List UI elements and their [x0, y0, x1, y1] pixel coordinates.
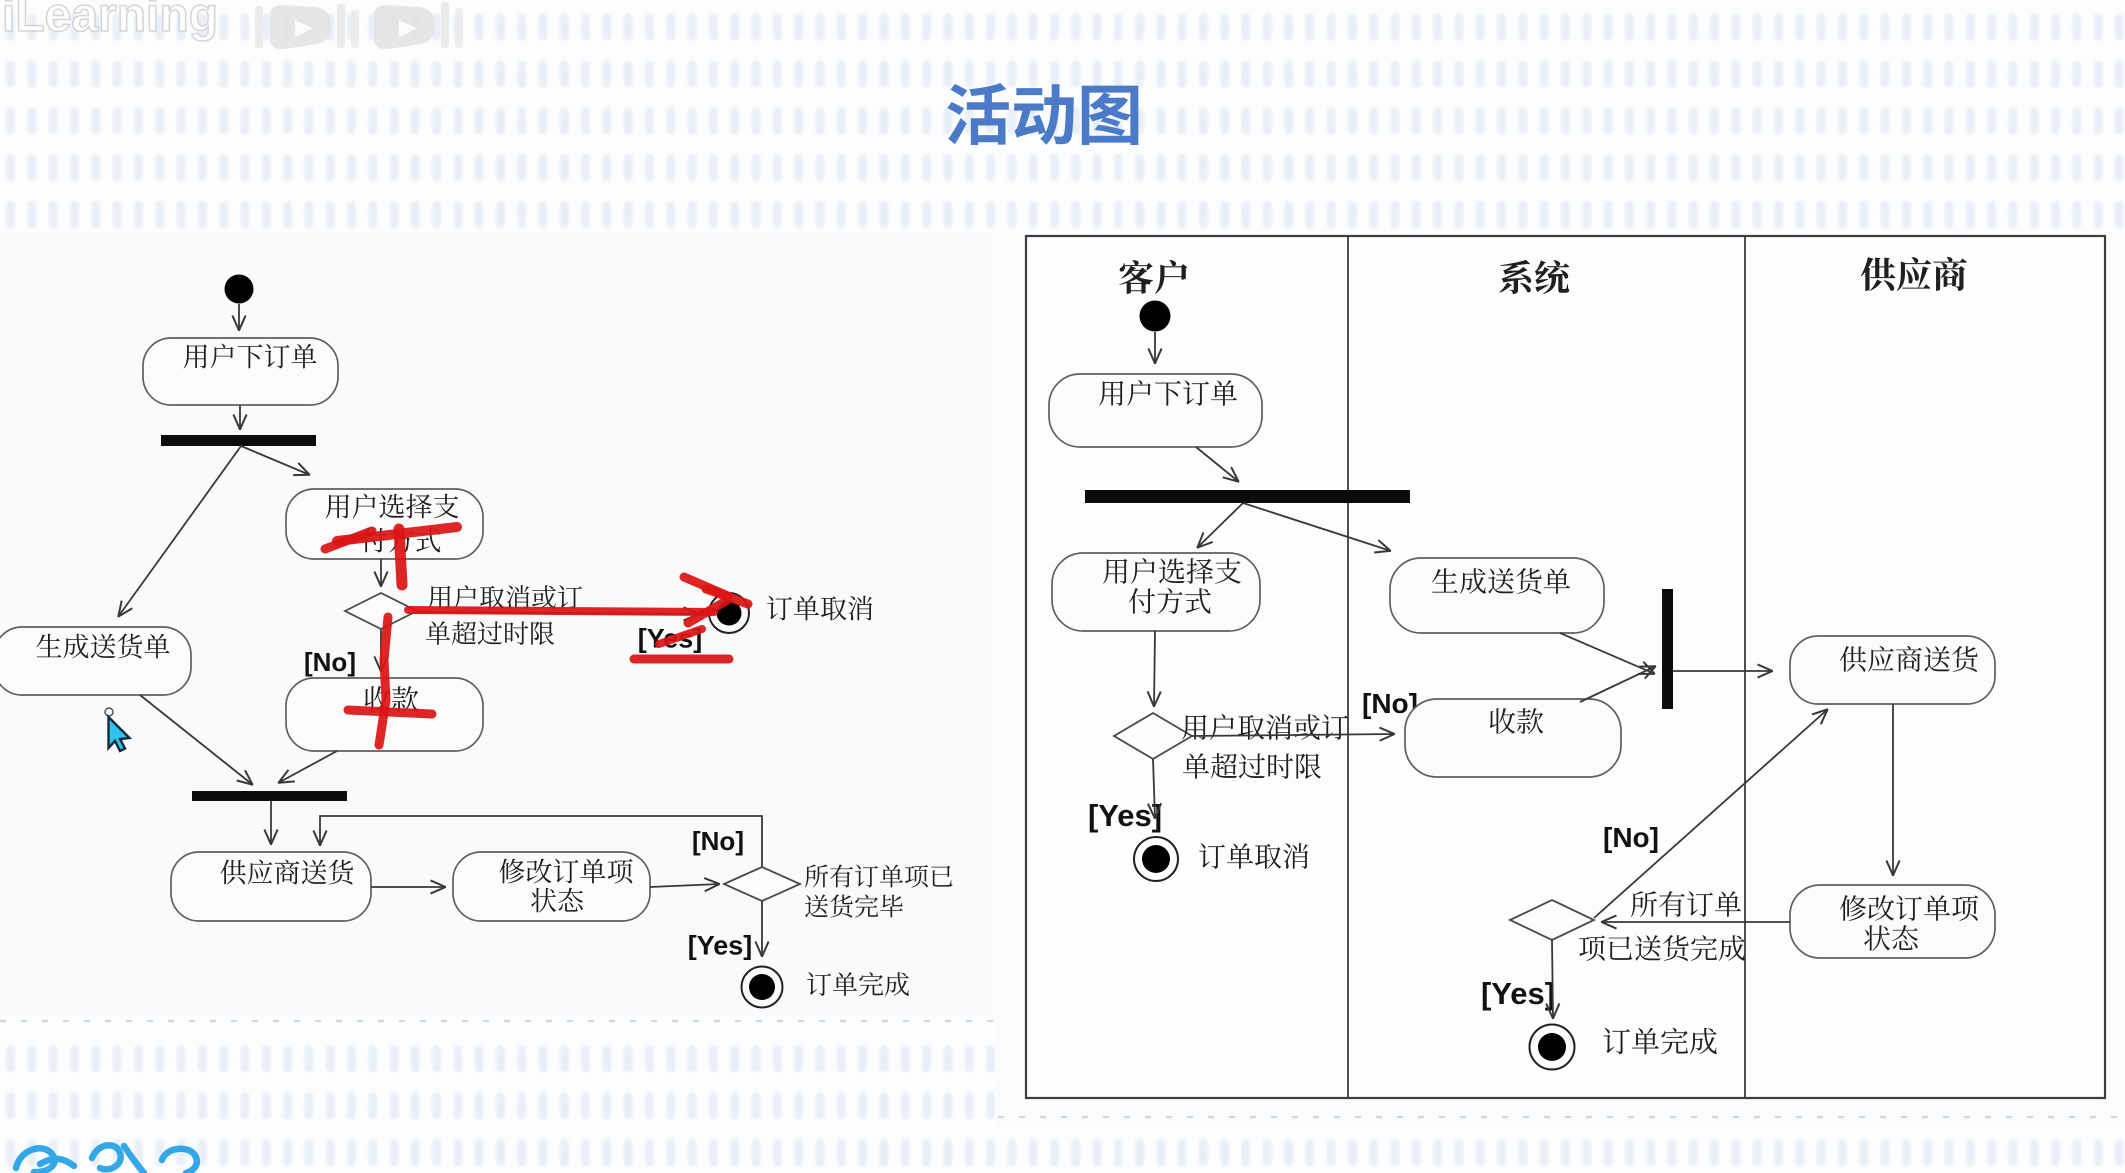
svg-text:[No]: [No]: [304, 647, 356, 677]
svg-text:[Yes]: [Yes]: [1481, 976, 1555, 1011]
svg-text:[No]: [No]: [692, 826, 744, 856]
svg-text:[Yes]: [Yes]: [1088, 798, 1162, 833]
svg-text:iLearning: iLearning: [2, 0, 218, 42]
svg-text:[Yes]: [Yes]: [688, 931, 753, 961]
svg-text:[No]: [No]: [1603, 822, 1659, 853]
svg-text:[No]: [No]: [1362, 688, 1418, 719]
